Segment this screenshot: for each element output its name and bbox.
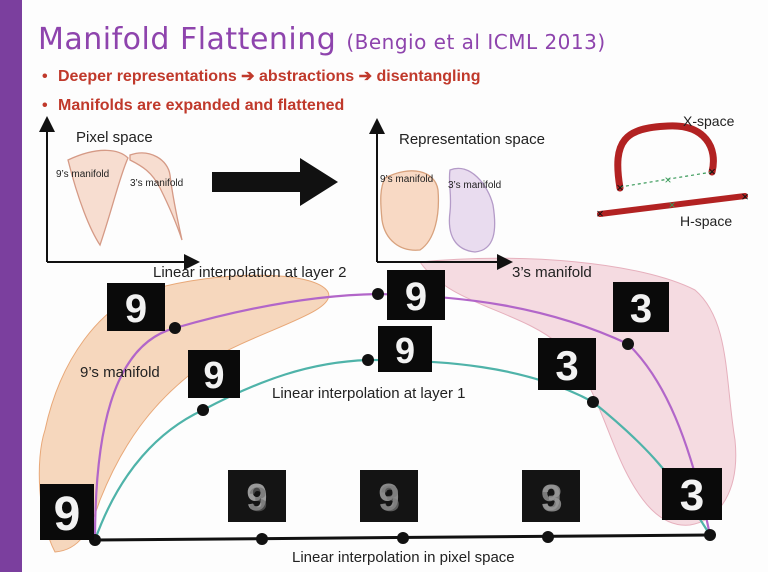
h-mark-mid: × <box>668 198 675 212</box>
h-space-label: H-space <box>680 213 732 229</box>
x-mark-mid: × <box>664 173 671 187</box>
x-mark-2: × <box>708 164 716 179</box>
point-px-3 <box>542 531 554 543</box>
pixel-line-label: Linear interpolation in pixel space <box>292 549 515 566</box>
repr-label-3: 3’s manifold <box>448 180 501 191</box>
svg-text:3: 3 <box>249 481 268 519</box>
point-l2-1 <box>169 322 181 334</box>
h-space-line <box>597 193 748 217</box>
point-l2-2 <box>372 288 384 300</box>
x-space-curve <box>614 122 717 192</box>
slide-title: Manifold Flattening (Bengio et al ICML 20… <box>38 22 606 57</box>
big-arrow <box>212 158 338 206</box>
h-mark-2: × <box>741 189 749 204</box>
layer2-label: Linear interpolation at layer 2 <box>153 264 346 281</box>
slide-title-text: Manifold Flattening <box>38 22 337 57</box>
interpolation-points <box>89 288 716 546</box>
digit-blend-1: 9 3 <box>228 470 286 522</box>
bullet-1: • Deeper representations ➔ abstractions ➔… <box>42 66 480 86</box>
digit-3-layer1: 3 <box>538 338 596 390</box>
x-space-label: X-space <box>683 113 735 129</box>
digit-9-start: 9 <box>40 484 94 541</box>
svg-text:3: 3 <box>630 287 652 331</box>
svg-text:9: 9 <box>54 488 81 541</box>
bullet-2: • Manifolds are expanded and flattened <box>42 97 344 115</box>
svg-text:3: 3 <box>555 342 578 389</box>
bullet-1-text: Deeper representations ➔ abstractions ➔ … <box>58 68 481 85</box>
svg-text:3: 3 <box>680 471 704 520</box>
svg-text:9: 9 <box>395 330 415 371</box>
left-accent-bar <box>0 0 22 572</box>
bullet-2-text: Manifolds are expanded and flattened <box>58 97 345 114</box>
x-mark-1: × <box>616 180 624 195</box>
svg-text:9: 9 <box>378 477 399 519</box>
repr-label-9: 9’s manifold <box>380 174 433 185</box>
svg-text:9: 9 <box>405 275 427 319</box>
point-l1-2 <box>362 354 374 366</box>
pixel-space-title: Pixel space <box>76 129 153 146</box>
point-px-2 <box>397 532 409 544</box>
digit-3-layer2: 3 <box>613 282 669 332</box>
point-px-4 <box>704 529 716 541</box>
digit-blend-3: 9 3 <box>522 470 580 522</box>
svg-text:9: 9 <box>203 355 224 397</box>
digit-9-layer2-b: 9 <box>387 270 445 320</box>
pixel-manifold-9-shape <box>67 149 129 247</box>
digit-3-end: 3 <box>662 468 722 520</box>
digit-9-layer1-a: 9 <box>188 350 240 398</box>
manifold-9-region <box>38 274 330 553</box>
point-l2-3 <box>622 338 634 350</box>
svg-text:9: 9 <box>125 287 147 331</box>
repr-space-title: Representation space <box>399 131 545 148</box>
bullet-dot: • <box>42 97 48 114</box>
pixel-label-9: 9’s manifold <box>56 169 109 180</box>
pixel-label-3: 3’s manifold <box>130 178 183 189</box>
svg-text:9: 9 <box>246 477 267 519</box>
digit-blend-2: 9 3 <box>360 470 418 522</box>
manifold-3-label: 3’s manifold <box>512 264 592 281</box>
layer1-label: Linear interpolation at layer 1 <box>272 385 465 402</box>
bullet-dot: • <box>42 68 48 85</box>
repr-manifold-9-shape <box>380 170 440 251</box>
slide-citation: (Bengio et al ICML 2013) <box>346 30 606 54</box>
point-l1-1 <box>197 404 209 416</box>
digit-9-layer1-b: 9 <box>378 326 432 372</box>
pixel-manifold-3-shape <box>129 152 183 241</box>
svg-text:3: 3 <box>541 478 562 520</box>
digit-9-layer2-a: 9 <box>107 283 165 331</box>
manifold-9-label: 9’s manifold <box>80 364 160 381</box>
svg-text:3: 3 <box>380 478 400 519</box>
point-px-1 <box>256 533 268 545</box>
point-l1-3 <box>587 396 599 408</box>
svg-text:9: 9 <box>541 477 561 518</box>
h-mark-1: × <box>596 206 604 221</box>
repr-manifold-3-shape <box>448 167 496 253</box>
